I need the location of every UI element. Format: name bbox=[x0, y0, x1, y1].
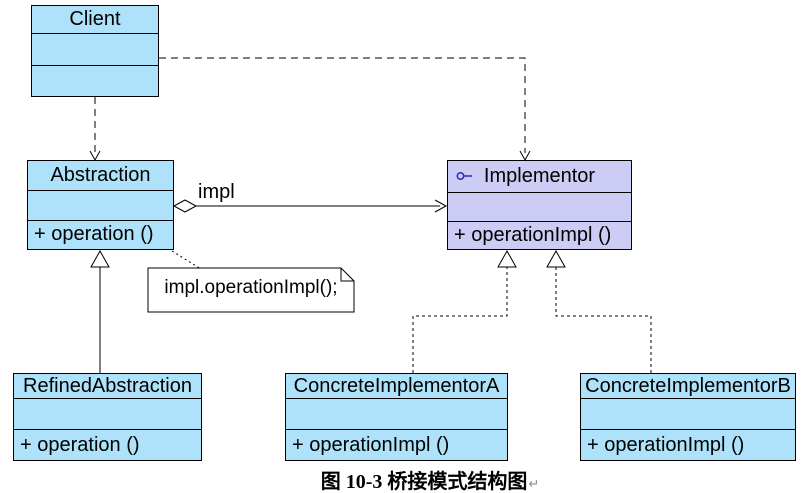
class-refined-abstraction-methods: + operation () bbox=[20, 433, 140, 456]
class-abstraction: Abstraction + operation () bbox=[27, 160, 174, 250]
class-concrete-implementor-a-attributes bbox=[286, 399, 507, 430]
aggregation-role-label: impl bbox=[198, 181, 235, 203]
dependency-client-abstraction bbox=[89, 97, 101, 162]
interface-implementor-name: Implementor bbox=[483, 165, 596, 187]
dependency-client-implementor bbox=[159, 57, 531, 162]
class-concrete-implementor-a: ConcreteImplementorA + operationImpl () bbox=[285, 373, 508, 461]
class-client-attributes bbox=[32, 34, 158, 66]
interface-implementor: Implementor + operationImpl () bbox=[447, 160, 632, 250]
class-concrete-implementor-b-methods: + operationImpl () bbox=[587, 433, 745, 456]
generalization-refined-abstraction bbox=[90, 249, 110, 373]
class-concrete-implementor-b-name: ConcreteImplementorB bbox=[581, 374, 795, 399]
note-text: impl.operationImpl(); bbox=[164, 277, 338, 298]
class-client-methods bbox=[32, 66, 158, 97]
class-client-name: Client bbox=[32, 6, 158, 34]
class-refined-abstraction: RefinedAbstraction + operation () bbox=[13, 373, 202, 461]
class-concrete-implementor-a-methods: + operationImpl () bbox=[292, 433, 450, 456]
interface-implementor-methods: + operationImpl () bbox=[454, 223, 612, 246]
interface-implementor-attributes bbox=[448, 193, 631, 222]
class-abstraction-methods: + operation () bbox=[34, 223, 154, 246]
class-abstraction-name: Abstraction bbox=[28, 161, 173, 191]
class-concrete-implementor-a-name: ConcreteImplementorA bbox=[286, 374, 507, 399]
class-abstraction-attributes bbox=[28, 191, 173, 221]
class-concrete-implementor-b-attributes bbox=[581, 399, 795, 430]
class-client: Client bbox=[31, 5, 159, 97]
figure-caption: 图 10-3 桥接模式结构图↵ bbox=[27, 465, 806, 493]
realization-concrete-b-implementor bbox=[546, 249, 652, 373]
realization-concrete-a-implementor bbox=[412, 249, 517, 373]
interface-lollipop-icon bbox=[456, 171, 472, 181]
class-concrete-implementor-b: ConcreteImplementorB + operationImpl () bbox=[580, 373, 796, 461]
class-refined-abstraction-attributes bbox=[14, 399, 201, 430]
paragraph-mark: ↵ bbox=[528, 476, 540, 491]
class-refined-abstraction-name: RefinedAbstraction bbox=[14, 374, 201, 399]
figure-caption-text: 图 10-3 桥接模式结构图 bbox=[320, 471, 528, 493]
